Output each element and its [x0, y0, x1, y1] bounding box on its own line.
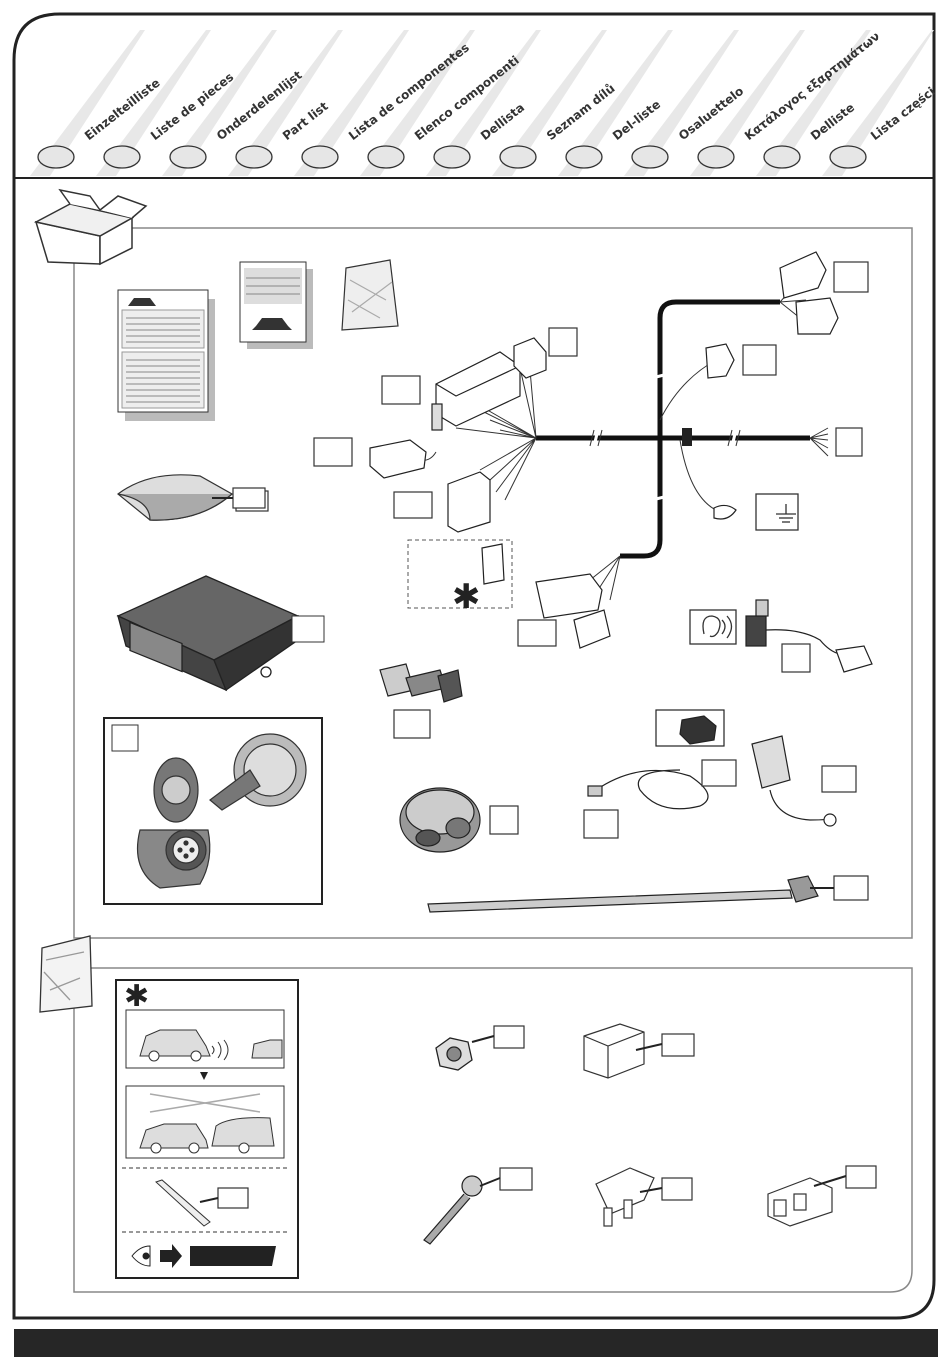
circle-de[interactable]	[38, 146, 74, 168]
cable-tie	[428, 876, 818, 912]
hex-nut	[436, 1038, 472, 1070]
fuse	[596, 1168, 654, 1226]
harness-clip	[682, 428, 692, 446]
circle-fi[interactable]	[632, 146, 668, 168]
vehicle-card	[240, 262, 310, 346]
buzzer-unit	[588, 710, 724, 809]
wiring-sheet	[118, 475, 265, 520]
control-module	[118, 576, 298, 690]
circle-cs[interactable]	[500, 146, 536, 168]
header-circles	[38, 146, 866, 168]
ear-icon	[690, 610, 736, 644]
callout-box	[112, 725, 138, 751]
instruction-booklet	[118, 290, 212, 418]
circle-da[interactable]	[566, 146, 602, 168]
wiring-harness	[420, 280, 828, 600]
circle-sv[interactable]	[434, 146, 470, 168]
circle-no[interactable]	[764, 146, 800, 168]
callout-box	[292, 616, 324, 642]
optional-marker: ✱	[124, 982, 149, 1012]
footer-bar	[14, 1329, 938, 1357]
plug-housing	[768, 1178, 832, 1226]
bag-icon	[40, 936, 92, 1012]
circle-it[interactable]	[368, 146, 404, 168]
circle-pt[interactable]	[302, 146, 338, 168]
blackout-bar	[190, 1246, 276, 1266]
cable-grommet	[400, 788, 480, 852]
screw	[424, 1176, 482, 1244]
connector-housing	[584, 1024, 644, 1078]
circle-el[interactable]	[698, 146, 734, 168]
circle-nl[interactable]	[170, 146, 206, 168]
adapter-plug	[380, 664, 462, 702]
parts-bag	[342, 260, 398, 330]
box-icon	[36, 190, 146, 264]
ground-icon	[756, 494, 798, 530]
circle-fr[interactable]	[104, 146, 140, 168]
circle-pl[interactable]	[830, 146, 866, 168]
optional-marker: ✱	[452, 580, 481, 614]
connectors	[370, 252, 838, 648]
circle-en[interactable]	[236, 146, 272, 168]
